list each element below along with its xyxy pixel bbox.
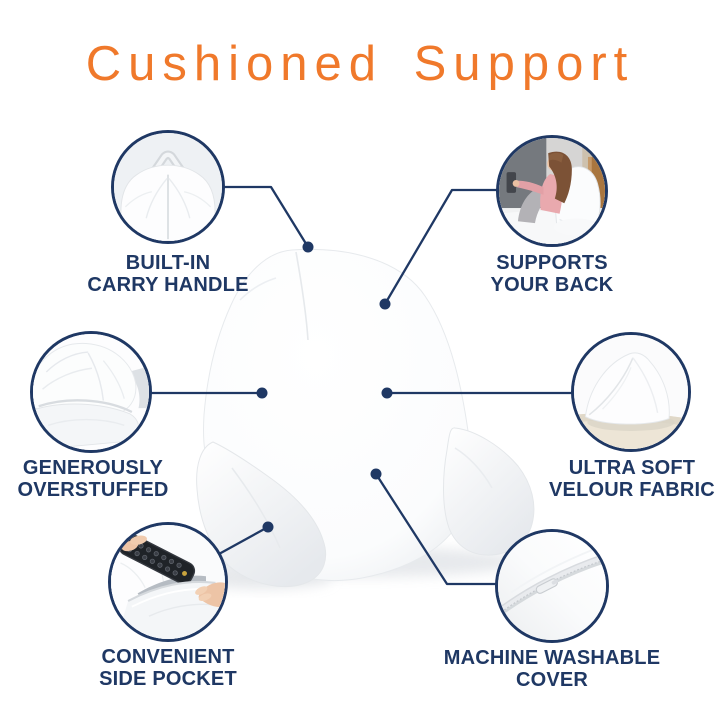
label-line: VELOUR FABRIC xyxy=(549,479,715,501)
remote-in-side-pocket-photo xyxy=(111,525,225,639)
overstuffed-pillow-closeup-photo xyxy=(33,334,149,450)
connector-dot-supports-back xyxy=(379,298,391,310)
label-line: OVERSTUFFED xyxy=(17,479,169,501)
callout-circle-washable xyxy=(495,529,609,643)
label-line: COVER xyxy=(515,669,589,691)
callout-label-side-pocket: CONVENIENT SIDE POCKET xyxy=(48,646,288,690)
velour-fabric-corner-photo xyxy=(574,335,688,449)
connector-dot-side-pocket xyxy=(262,521,274,533)
callout-label-washable: MACHINE WASHABLE COVER xyxy=(412,647,692,691)
callout-circle-velour xyxy=(571,332,691,452)
connector-dot-washable xyxy=(370,468,382,480)
pillow-photo xyxy=(192,248,535,589)
label-line: CONVENIENT xyxy=(101,646,235,668)
callout-circle-supports-back xyxy=(496,135,608,247)
label-line: BUILT-IN xyxy=(125,252,211,274)
callout-circle-carry-handle xyxy=(111,130,225,244)
callout-circle-side-pocket xyxy=(108,522,228,642)
label-line: MACHINE WASHABLE xyxy=(443,647,661,669)
label-line: CARRY HANDLE xyxy=(87,274,249,296)
woman-reclining-on-pillow-photo xyxy=(499,138,605,244)
connector-dot-velour xyxy=(381,387,393,399)
callout-label-overstuffed: GENEROUSLY OVERSTUFFED xyxy=(0,457,198,501)
label-line: GENEROUSLY xyxy=(22,457,164,479)
page-title: Cushioned Support xyxy=(85,37,635,91)
label-line: YOUR BACK xyxy=(490,274,614,296)
zipper-cover-closeup-photo xyxy=(498,532,606,640)
callout-label-velour: ULTRA SOFT VELOUR FABRIC xyxy=(522,457,720,501)
callout-label-carry-handle: BUILT-IN CARRY HANDLE xyxy=(48,252,288,296)
callout-circle-overstuffed xyxy=(30,331,152,453)
pillow-carry-handle-photo xyxy=(114,133,222,241)
label-line: SUPPORTS xyxy=(496,252,608,274)
callout-label-supports-back: SUPPORTS YOUR BACK xyxy=(432,252,672,296)
label-line: SIDE POCKET xyxy=(99,668,237,690)
label-line: ULTRA SOFT xyxy=(568,457,696,479)
connector-dot-carry-handle xyxy=(302,241,314,253)
connector-dot-overstuffed xyxy=(256,387,268,399)
